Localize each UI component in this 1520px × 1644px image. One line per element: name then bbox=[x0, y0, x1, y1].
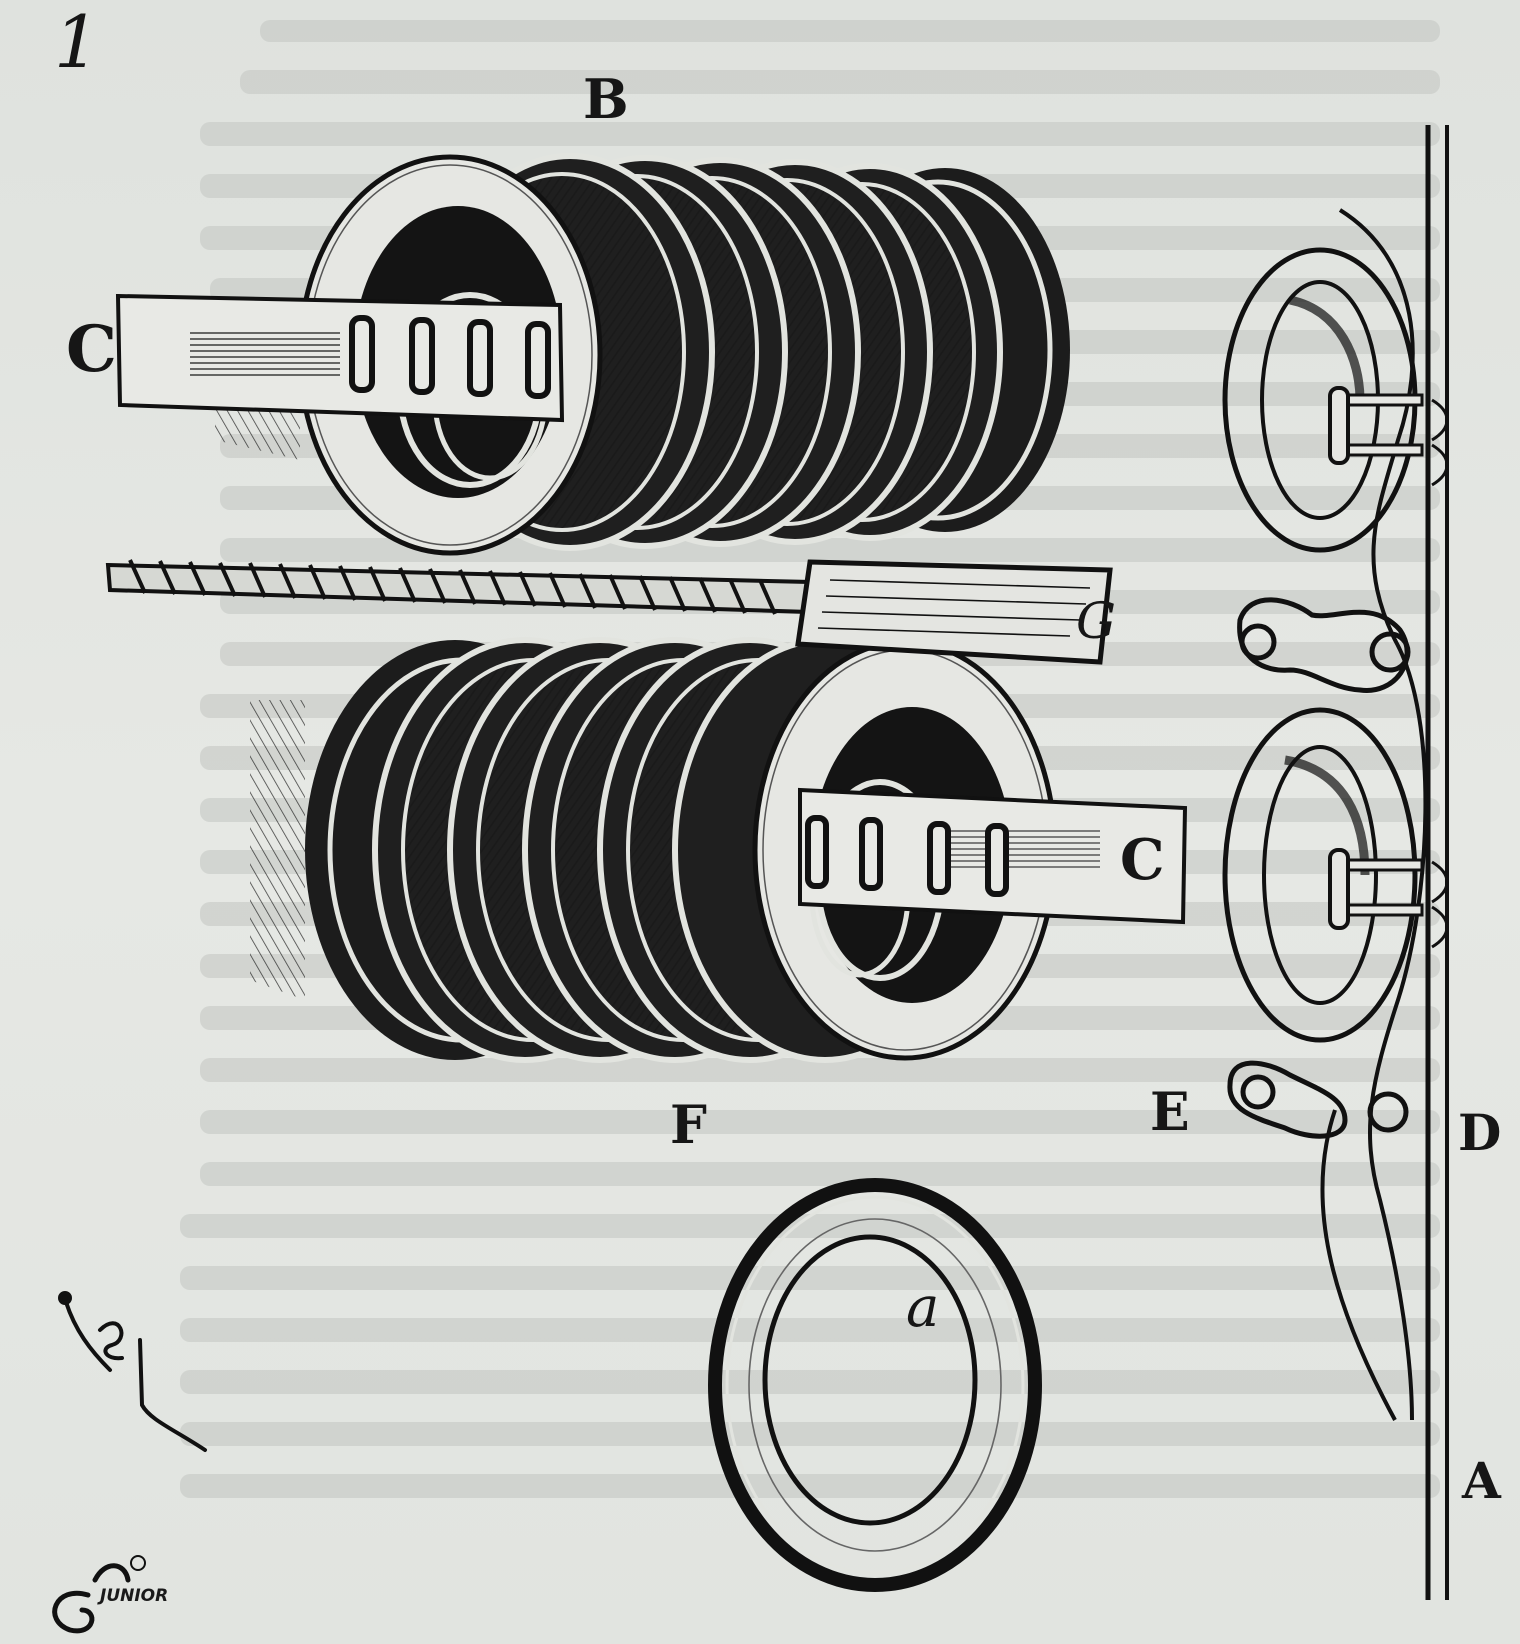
sleeve-g bbox=[795, 559, 1113, 665]
label-c-lower: C bbox=[1120, 827, 1165, 893]
label-g: G bbox=[1076, 592, 1116, 650]
lower-strip bbox=[798, 787, 1188, 925]
label-a-lower: a bbox=[906, 1275, 940, 1340]
upper-strip bbox=[115, 293, 565, 423]
junior-signature: JUNIOR bbox=[100, 1586, 169, 1606]
lower-loop-detail bbox=[1227, 1060, 1409, 1139]
engraver-monogram-mark bbox=[58, 1291, 207, 1452]
figure-number: 1 bbox=[54, 0, 100, 84]
junior-signature-mark bbox=[52, 1555, 146, 1634]
label-f: F bbox=[670, 1095, 707, 1156]
upper-ring-detail bbox=[1222, 247, 1449, 553]
label-d: D bbox=[1458, 1103, 1502, 1162]
label-a-upper: A bbox=[1462, 1451, 1501, 1510]
lower-ring-detail bbox=[1222, 707, 1449, 1043]
label-b: B bbox=[583, 67, 629, 131]
label-e: E bbox=[1150, 1082, 1190, 1143]
label-c-upper: C bbox=[66, 312, 117, 387]
twisted-wire bbox=[105, 559, 812, 615]
ring-a bbox=[708, 1178, 1042, 1592]
middle-loop-detail bbox=[1237, 597, 1411, 693]
